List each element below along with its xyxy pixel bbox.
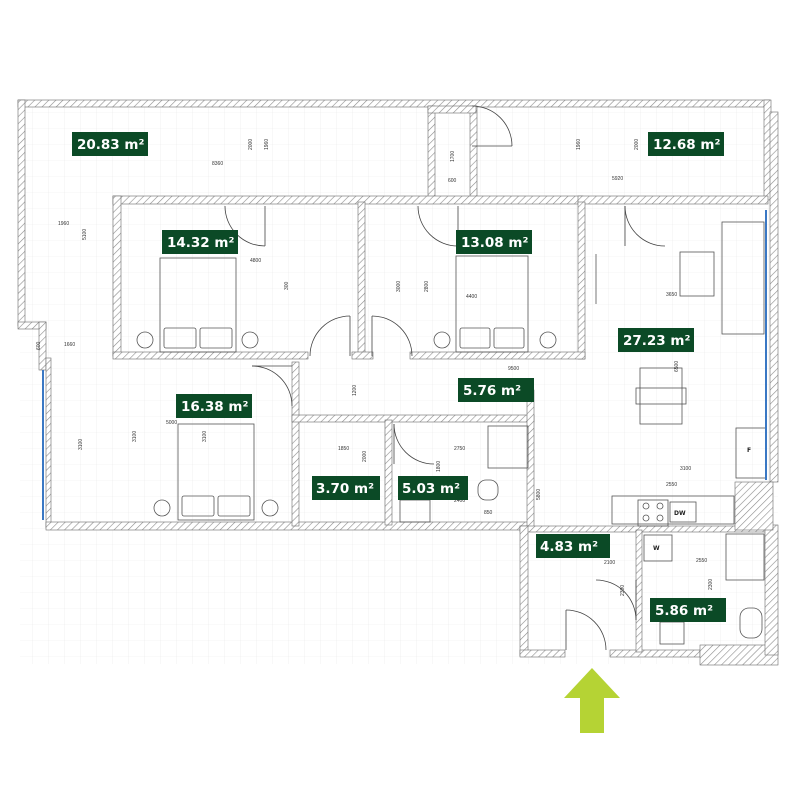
dim-label: 600 [36, 341, 42, 350]
room-label-hall: 4.83 m² [536, 534, 610, 558]
room-label-bathroom: 5.03 m² [398, 476, 468, 500]
dimension-labels: 8360 2000 1960 1700 600 1960 2000 5920 1… [36, 139, 714, 596]
doors [224, 105, 666, 651]
svg-text:12.68 m²: 12.68 m² [653, 137, 720, 153]
dim-label: 3100 [202, 431, 208, 442]
room-label-terrace-right: 12.68 m² [648, 132, 724, 156]
windows [42, 210, 767, 520]
dim-label: 2300 [708, 579, 714, 590]
room-label-corridor: 5.76 m² [458, 378, 534, 402]
room-label-living-room: 27.23 m² [618, 328, 694, 352]
dim-label: 2400 [454, 498, 465, 504]
svg-text:16.38 m²: 16.38 m² [181, 399, 248, 415]
svg-text:20.83 m²: 20.83 m² [77, 137, 144, 153]
furniture [136, 221, 767, 645]
dim-label: 2000 [248, 139, 254, 150]
plan-grid [20, 104, 778, 664]
dim-label: 5800 [536, 489, 542, 500]
dim-label: 6500 [674, 361, 680, 372]
room-label-bedroom-1: 14.32 m² [162, 230, 238, 254]
svg-text:5.86 m²: 5.86 m² [655, 603, 713, 619]
dim-label: 1660 [64, 342, 75, 348]
dim-label: 2800 [424, 281, 430, 292]
dim-label: 2100 [604, 560, 615, 566]
dim-label: 1200 [352, 385, 358, 396]
dim-label: 2300 [620, 585, 626, 596]
dim-label: 5000 [166, 420, 177, 426]
room-label-bedroom-2: 13.08 m² [456, 230, 532, 254]
dim-label: 3100 [680, 466, 691, 472]
dim-label: 5920 [612, 176, 623, 182]
washer-tag: W [653, 545, 660, 552]
dim-label: 600 [448, 178, 457, 184]
svg-text:4.83 m²: 4.83 m² [540, 539, 598, 555]
fridge-tag: F [747, 447, 751, 454]
dim-label: 2550 [696, 558, 707, 564]
dim-label: 8360 [212, 161, 223, 167]
room-label-bedroom-3: 16.38 m² [176, 394, 252, 418]
dim-label: 4800 [250, 258, 261, 264]
dim-label: 850 [484, 510, 493, 516]
svg-text:5.03 m²: 5.03 m² [402, 481, 460, 497]
arrow-up-icon [564, 668, 620, 733]
dim-label: 1960 [576, 139, 582, 150]
dim-label: 300 [284, 281, 290, 290]
svg-text:14.32 m²: 14.32 m² [167, 235, 234, 251]
dim-label: 2000 [634, 139, 640, 150]
dim-label: 3000 [396, 281, 402, 292]
dim-label: 2000 [362, 451, 368, 462]
appliance-tags: DW F W [653, 447, 751, 552]
room-label-bathroom-2: 5.86 m² [650, 598, 726, 622]
dim-label: 4400 [466, 294, 477, 300]
dim-label: 5100 [82, 229, 88, 240]
dim-label: 2550 [666, 482, 677, 488]
svg-text:3.70 m²: 3.70 m² [316, 481, 374, 497]
dim-label: 1960 [264, 139, 270, 150]
svg-text:5.76 m²: 5.76 m² [463, 383, 521, 399]
walls [17, 99, 779, 666]
dim-label: 1800 [436, 461, 442, 472]
svg-text:27.23 m²: 27.23 m² [623, 333, 690, 349]
dim-label: 1700 [450, 151, 456, 162]
svg-text:13.08 m²: 13.08 m² [461, 235, 528, 251]
dim-label: 3100 [132, 431, 138, 442]
dim-label: 1850 [338, 446, 349, 452]
dim-label: 2750 [454, 446, 465, 452]
dim-label: 3650 [666, 292, 677, 298]
room-area-labels: 20.83 m² 12.68 m² 14.32 m² 13.08 m² 27.2… [72, 132, 726, 622]
dishwasher-tag: DW [674, 510, 686, 517]
room-label-terrace-left: 20.83 m² [72, 132, 148, 156]
dim-label: 3100 [78, 439, 84, 450]
room-label-wardrobe: 3.70 m² [312, 476, 380, 500]
dim-label: 9500 [508, 366, 519, 372]
dim-label: 1960 [58, 221, 69, 227]
